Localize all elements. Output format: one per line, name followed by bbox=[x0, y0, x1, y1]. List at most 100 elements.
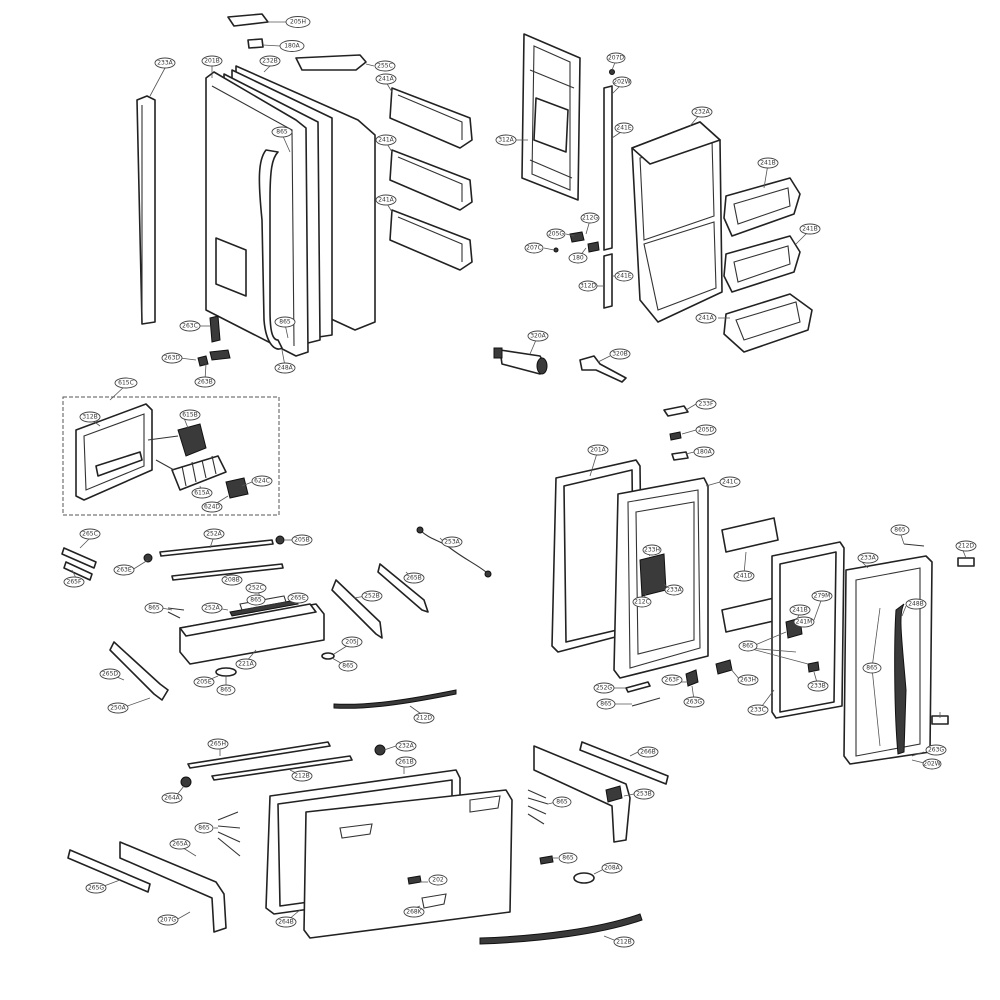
callout-label: 212G bbox=[582, 215, 598, 222]
callout-label: 264A bbox=[164, 795, 180, 802]
slide-rail-right-2 bbox=[377, 563, 429, 613]
callout-263f: 263F bbox=[661, 674, 683, 686]
callout-label: 252A bbox=[206, 531, 222, 538]
bottom-hinge-bracket bbox=[209, 315, 221, 343]
callout-312b: 312B bbox=[79, 411, 101, 423]
drawer-top-frame bbox=[179, 603, 317, 637]
door-bin-3 bbox=[389, 209, 473, 271]
callout-label: 624D bbox=[204, 504, 220, 511]
callout-label: 233C bbox=[750, 707, 766, 714]
callout-label: 865 bbox=[198, 825, 210, 832]
door-bin-1 bbox=[389, 87, 473, 149]
callout-label: 265G bbox=[88, 885, 104, 892]
callout-label: 865 bbox=[600, 701, 612, 708]
callout-label: 180A bbox=[284, 43, 300, 50]
callout-label: 865 bbox=[556, 799, 568, 806]
right-door-outer-panel bbox=[843, 555, 933, 765]
callout-212b-2: 212B bbox=[613, 936, 635, 948]
callout-233a: 233A bbox=[154, 57, 176, 69]
callout-865-j: 865 bbox=[890, 524, 910, 536]
callout-label: 865 bbox=[220, 687, 232, 694]
callout-label: 205G bbox=[548, 231, 564, 238]
callout-label: 180 bbox=[572, 255, 584, 262]
callout-180a: 180A bbox=[279, 40, 305, 52]
callout-label: 180A bbox=[696, 449, 712, 456]
hinge-shim bbox=[625, 681, 651, 693]
callout-865-k: 865 bbox=[194, 822, 214, 834]
callout-312a: 312A bbox=[495, 134, 517, 146]
callout-241c: 241C bbox=[719, 476, 741, 488]
callout-265g: 265G bbox=[85, 882, 107, 894]
callout-label: 241B bbox=[760, 160, 776, 167]
callout-202: 202 bbox=[428, 874, 448, 886]
slide-rail-left bbox=[109, 641, 169, 701]
callout-label: 865 bbox=[250, 597, 262, 604]
door-side-strip-lower bbox=[603, 253, 613, 309]
callout-label: 265D bbox=[102, 671, 118, 678]
callout-205e: 205E bbox=[193, 676, 215, 688]
left-door-bins bbox=[295, 54, 473, 271]
dispenser-window bbox=[215, 237, 247, 297]
callout-label: 266B bbox=[640, 749, 656, 756]
callout-241e-1: 241E bbox=[614, 122, 634, 134]
callout-201b: 201B bbox=[201, 55, 223, 67]
door-side-trim bbox=[136, 95, 156, 325]
clip bbox=[569, 231, 585, 243]
callout-261b: 261B bbox=[395, 756, 417, 768]
callout-865-m: 865 bbox=[558, 852, 578, 864]
callout-250a: 250A bbox=[107, 702, 129, 714]
upper-drawer-assembly bbox=[61, 526, 492, 709]
freezer-rail-bar-left bbox=[67, 849, 151, 893]
shelf-bin-right-2 bbox=[723, 235, 801, 293]
small-clip bbox=[669, 431, 682, 441]
callout-865-h: 865 bbox=[596, 698, 616, 710]
callout-label: 865 bbox=[894, 527, 906, 534]
callout-265b: 265B bbox=[403, 572, 425, 584]
callout-615c: 615C bbox=[114, 377, 138, 389]
callout-279m: 279M bbox=[811, 590, 833, 602]
callout-232b: 232B bbox=[259, 55, 281, 67]
callout-label: 279M bbox=[814, 593, 831, 600]
callout-320b: 320B bbox=[609, 348, 631, 360]
callout-label: 250A bbox=[110, 705, 126, 712]
callout-label: 312A bbox=[498, 137, 514, 144]
freezer-drawer-handle bbox=[479, 913, 643, 945]
callout-263h: 263H bbox=[737, 674, 759, 686]
callout-865-f: 865 bbox=[216, 684, 236, 696]
callout-265f: 265F bbox=[63, 576, 85, 588]
callout-248a: 248A bbox=[274, 362, 296, 374]
ice-sensor bbox=[225, 477, 249, 499]
hinge-block bbox=[247, 38, 264, 49]
callout-205g: 205G bbox=[546, 228, 566, 240]
callout-label: 241A bbox=[378, 197, 394, 204]
callout-label: 624C bbox=[254, 478, 270, 485]
callout-205j: 205J bbox=[341, 636, 363, 648]
callout-202w-2: 202W bbox=[922, 758, 942, 770]
callout-232a-2: 232A bbox=[395, 740, 417, 752]
callout-label: 263C bbox=[182, 323, 198, 330]
screw bbox=[807, 661, 820, 673]
callout-265c: 265C bbox=[79, 528, 101, 540]
callout-label: 205E bbox=[196, 679, 211, 686]
freezer-rail-bar-right bbox=[579, 741, 669, 785]
callout-label: 255C bbox=[377, 63, 393, 70]
clip bbox=[587, 241, 600, 253]
freezer-drawer-assembly bbox=[67, 741, 669, 945]
callout-252g: 252G bbox=[593, 682, 615, 694]
callouts: 205H 180A 233A 201B 232B 255C 241A 241A … bbox=[63, 16, 977, 948]
callout-label: 232B bbox=[262, 58, 278, 65]
callout-253b: 253B bbox=[633, 788, 655, 800]
callout-252c: 252C bbox=[245, 582, 267, 594]
callout-label: 241A bbox=[698, 315, 714, 322]
callout-212g: 212G bbox=[580, 212, 600, 224]
rail-upper bbox=[159, 539, 274, 557]
callout-233a-2: 233A bbox=[664, 584, 684, 596]
callout-207g: 207G bbox=[157, 914, 179, 926]
callout-label: 241A bbox=[378, 76, 394, 83]
bracket-small bbox=[715, 659, 733, 675]
callout-233a-3: 233A bbox=[857, 552, 879, 564]
callout-label: 252C bbox=[248, 585, 264, 592]
callout-label: 261B bbox=[398, 759, 414, 766]
callout-208a: 208A bbox=[601, 862, 623, 874]
callout-205b: 205B bbox=[291, 534, 313, 546]
